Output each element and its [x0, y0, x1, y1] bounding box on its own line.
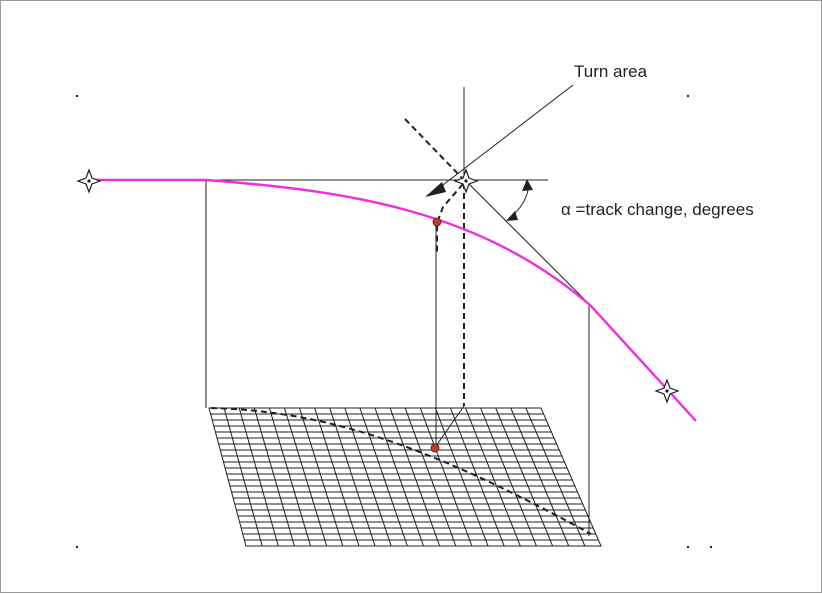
grid-line: [283, 408, 328, 546]
outbound-track-line: [465, 180, 592, 307]
grid-line: [449, 408, 505, 546]
grid-line: [495, 408, 554, 546]
ground-grid: [208, 407, 602, 547]
grid-line: [510, 408, 570, 546]
arc-arrowhead-top: [522, 179, 533, 191]
projection-lines: [205, 87, 590, 536]
grid-line: [404, 408, 457, 546]
corner-dots: [76, 95, 712, 548]
grid-line: [525, 408, 586, 546]
grid-line: [299, 408, 344, 546]
arc-arrowhead-bottom: [506, 211, 518, 221]
grid-line: [329, 408, 376, 546]
grid-line: [314, 408, 360, 546]
ground-point: [430, 443, 440, 453]
grid-line: [389, 408, 441, 546]
track-change-label: α =track change, degrees: [561, 200, 754, 219]
waypoint-star-icon: [76, 168, 102, 194]
grid-line: [268, 408, 312, 546]
dashed-lines: [210, 118, 592, 535]
turn-area-leader: [438, 84, 574, 189]
grid-line: [223, 408, 263, 546]
turn-area-label: Turn area: [574, 62, 648, 81]
path-point: [432, 217, 442, 227]
grid-line: [465, 408, 521, 546]
grid-line: [480, 408, 537, 546]
grid-line: [238, 408, 279, 546]
grid-line: [434, 408, 489, 546]
waypoint-star-icon: [654, 378, 680, 404]
grid-line: [253, 408, 295, 546]
grid-line: [374, 408, 424, 546]
grid-line: [344, 408, 392, 546]
grid-line: [419, 408, 473, 546]
leader-arrowhead: [425, 182, 446, 197]
waypoint-star-icon: [453, 168, 479, 194]
flight-path: [81, 178, 697, 422]
grid-line: [359, 408, 408, 546]
